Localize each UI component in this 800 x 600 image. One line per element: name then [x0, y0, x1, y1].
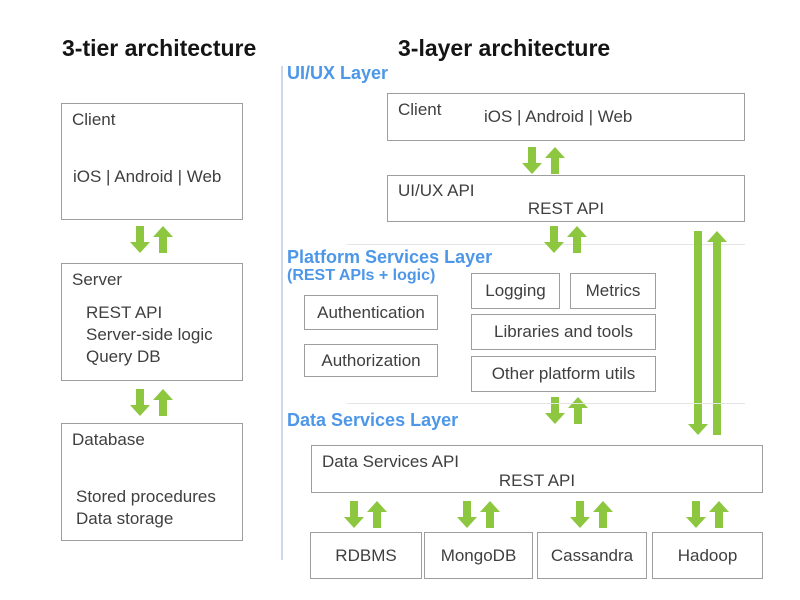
down-arrow-icon [686, 501, 706, 528]
database-item: Stored procedures [76, 487, 216, 506]
logging-box: Logging [471, 273, 560, 309]
authentication-box: Authentication [304, 295, 438, 330]
platform-layer-label: Platform Services Layer [287, 247, 493, 267]
uiuxapi-platform-arrows [544, 226, 587, 253]
three-layer-title: 3-layer architecture [398, 35, 611, 61]
metrics-label: Metrics [585, 281, 641, 300]
down-arrow-icon [522, 147, 542, 174]
server-database-arrows [130, 389, 173, 416]
hadoop-box: Hadoop [652, 532, 763, 579]
down-arrow-icon [130, 226, 150, 253]
mongodb-box: MongoDB [424, 532, 533, 579]
rdbms-label: RDBMS [335, 545, 397, 565]
layer-client-box: Client iOS | Android | Web [387, 93, 745, 141]
platform-data-separator [347, 403, 745, 404]
tier-client-box: Client iOS | Android | Web [61, 103, 243, 220]
libraries-box: Libraries and tools [471, 314, 656, 350]
server-item: Query DB [86, 347, 161, 366]
server-item: REST API [86, 303, 163, 322]
up-arrow-icon [367, 501, 387, 528]
client-uiuxapi-arrows [522, 147, 565, 174]
tier-server-label: Server [72, 270, 123, 289]
data-layer-label: Data Services Layer [287, 410, 459, 430]
up-arrow-icon [568, 397, 588, 424]
api-mongodb-arrows [457, 501, 500, 528]
up-arrow-icon [593, 501, 613, 528]
uiux-api-box: UI/UX API REST API [387, 175, 745, 222]
uiux-api-label: UI/UX API [398, 181, 475, 200]
tier-server-items: REST API Server-side logic Query DB [86, 302, 213, 368]
database-item: Data storage [76, 509, 174, 528]
tier-server-box: Server REST API Server-side logic Query … [61, 263, 243, 381]
layer-client-label: Client [398, 100, 442, 119]
authentication-label: Authentication [317, 302, 425, 322]
tier-client-label: Client [72, 110, 116, 129]
platform-data-arrows [545, 397, 588, 424]
down-arrow-icon [545, 397, 565, 424]
other-utils-label: Other platform utils [491, 364, 636, 383]
down-arrow-icon [344, 501, 364, 528]
three-tier-title: 3-tier architecture [62, 35, 257, 61]
platform-layer-sublabel: (REST APIs + logic) [287, 267, 436, 284]
up-arrow-icon [153, 389, 173, 416]
cassandra-box: Cassandra [537, 532, 647, 579]
data-services-api-label: Data Services API [322, 452, 460, 471]
authorization-label: Authorization [321, 350, 421, 370]
down-arrow-icon [457, 501, 477, 528]
libraries-label: Libraries and tools [494, 322, 633, 341]
up-arrow-icon [709, 501, 729, 528]
up-arrow-icon [567, 226, 587, 253]
metrics-box: Metrics [570, 273, 656, 309]
client-server-arrows [130, 226, 173, 253]
down-arrow-icon [130, 389, 150, 416]
other-utils-box: Other platform utils [471, 356, 656, 392]
down-arrow-icon [544, 226, 564, 253]
mongodb-label: MongoDB [440, 545, 517, 565]
down-arrow-icon [570, 501, 590, 528]
uiux-to-data-long-down-arrow-icon [688, 231, 708, 435]
layer-client-platforms: iOS | Android | Web [484, 107, 633, 126]
up-arrow-icon [480, 501, 500, 528]
server-item: Server-side logic [86, 325, 213, 344]
cassandra-label: Cassandra [550, 545, 634, 565]
tier-database-items: Stored procedures Data storage [76, 486, 216, 530]
hadoop-label: Hadoop [677, 545, 738, 565]
authorization-box: Authorization [304, 344, 438, 377]
logging-label: Logging [485, 281, 546, 300]
tier-database-label: Database [72, 430, 145, 449]
layer-guide-line [281, 66, 283, 560]
data-services-api-rest: REST API [498, 471, 576, 490]
tier-database-box: Database Stored procedures Data storage [61, 423, 243, 541]
rdbms-box: RDBMS [310, 532, 422, 579]
uiux-layer-label: UI/UX Layer [287, 63, 389, 83]
api-cassandra-arrows [570, 501, 613, 528]
data-to-uiux-long-up-arrow-icon [707, 231, 727, 435]
data-services-api-box: Data Services API REST API [311, 445, 763, 493]
api-hadoop-arrows [686, 501, 729, 528]
up-arrow-icon [545, 147, 565, 174]
uiux-api-rest: REST API [527, 199, 605, 218]
tier-client-platforms: iOS | Android | Web [73, 167, 222, 186]
up-arrow-icon [153, 226, 173, 253]
api-rdbms-arrows [344, 501, 387, 528]
